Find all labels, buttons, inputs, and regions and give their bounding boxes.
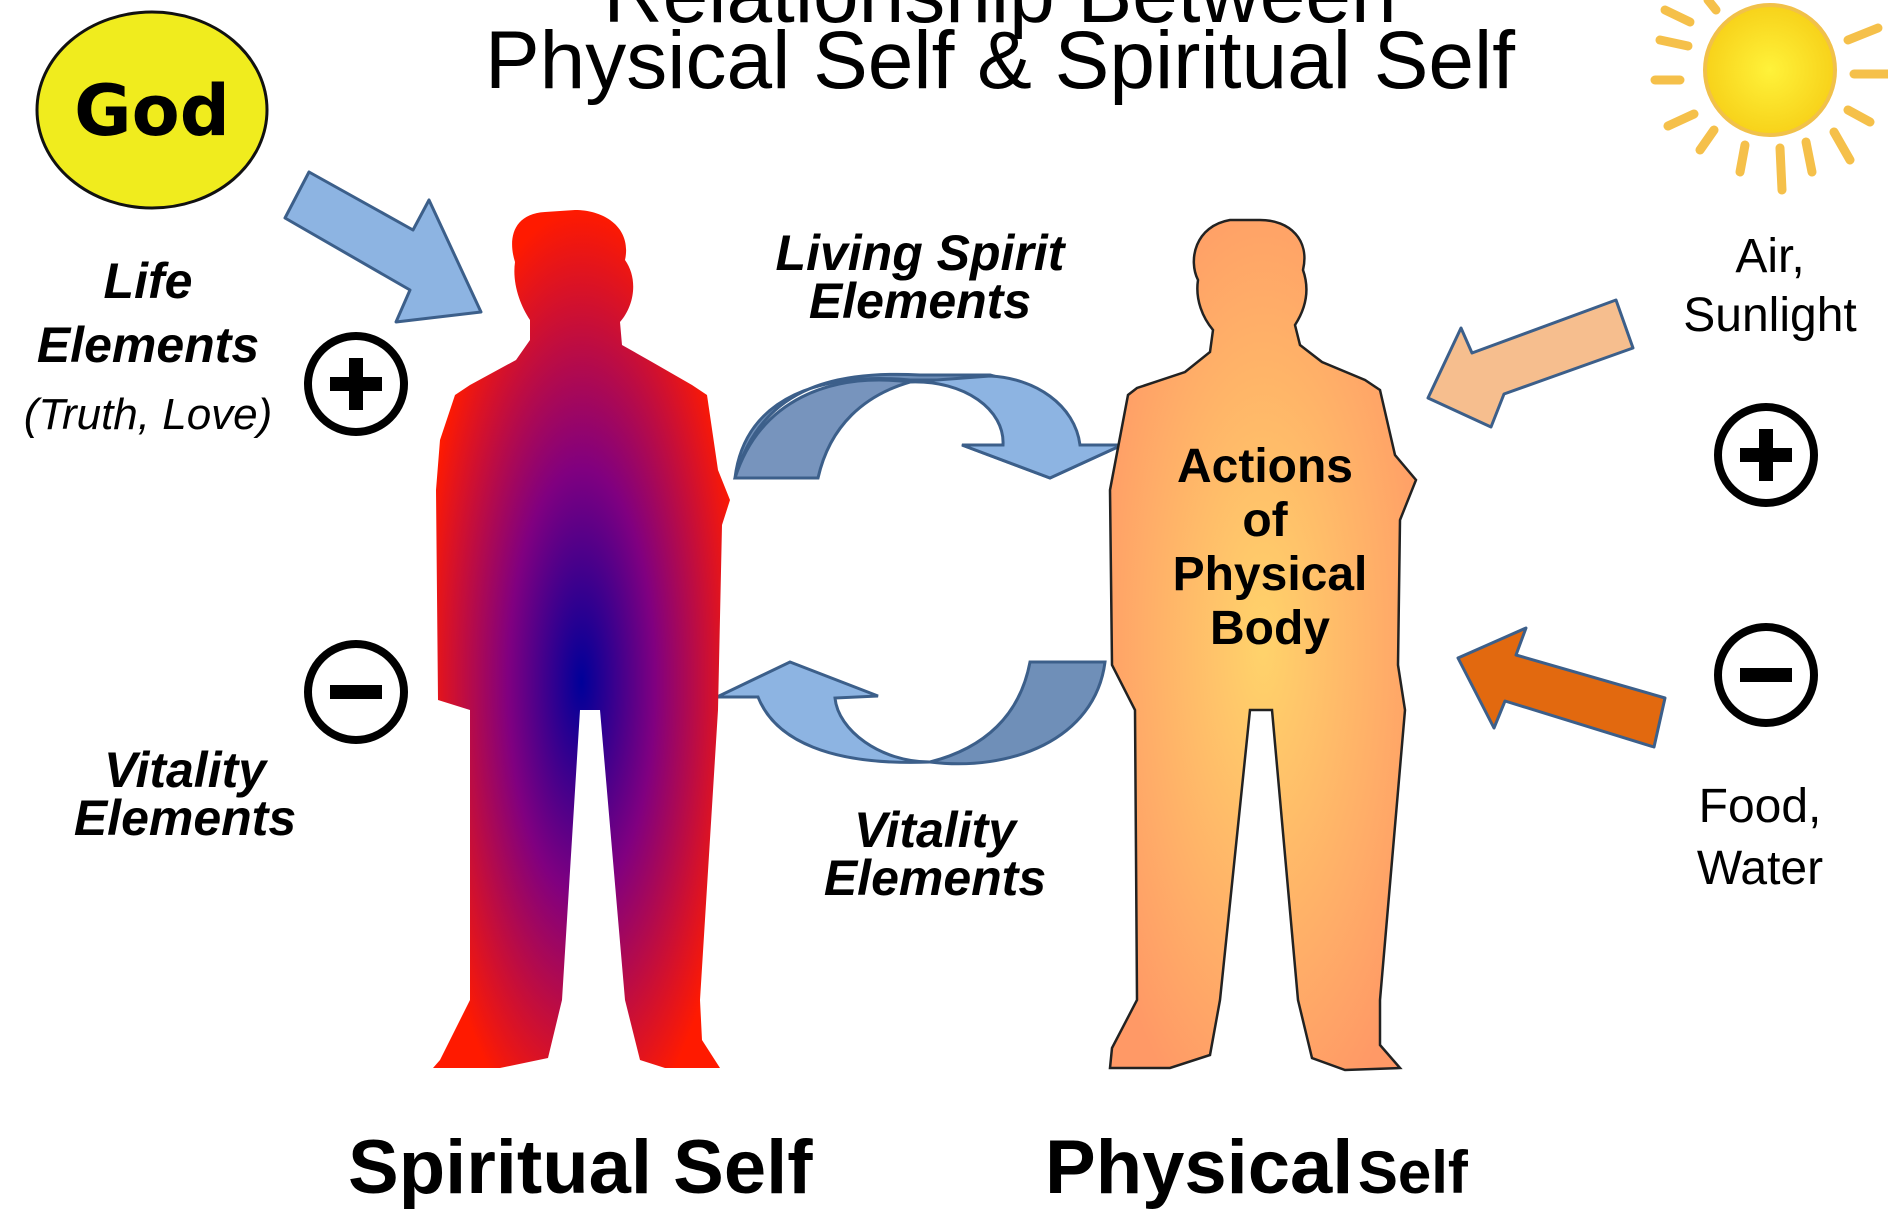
food-water-line-2: Water	[1696, 842, 1824, 895]
title-line-2: Physical Self & Spiritual Self	[484, 15, 1515, 106]
life-plus-icon	[304, 332, 408, 436]
vitality-center-line-2: Elements	[823, 850, 1047, 906]
sun-icon	[1650, 0, 1888, 195]
vitality-cycle-arrow	[716, 660, 1107, 766]
life-elements-line-2: Elements	[36, 317, 260, 373]
physical-self-label: Physical Self	[1045, 1130, 1468, 1211]
actions-line-3: Physical	[1172, 548, 1368, 601]
physical-self-word-1: Physical	[1045, 1125, 1354, 1210]
living-spirit-line-1: Living Spirit	[775, 225, 1065, 281]
air-sunlight-line-1: Air,	[1735, 230, 1805, 283]
vitality-left-line-1: Vitality	[103, 742, 267, 798]
actions-line-2: of	[1242, 494, 1288, 547]
food-water-arrow	[1456, 626, 1667, 749]
actions-line-1: Actions	[1176, 440, 1353, 493]
air-sunlight-plus-icon	[1714, 403, 1818, 507]
title-line-1: Relationship Between	[0, 0, 1888, 36]
spiritual-self-figure	[433, 210, 730, 1068]
living-spirit-cycle-arrow	[732, 372, 1123, 480]
living-spirit-line-2: Elements	[808, 273, 1032, 329]
god-label: God	[74, 70, 230, 152]
air-sunlight-arrow	[1426, 298, 1635, 429]
life-elements-arrow	[283, 170, 483, 324]
vitality-minus-icon	[304, 640, 408, 744]
vitality-center-line-1: Vitality	[853, 802, 1017, 858]
food-water-line-1: Food,	[1698, 780, 1822, 833]
physical-self-word-2: Self	[1357, 1139, 1468, 1206]
spiritual-self-label: Spiritual Self	[348, 1125, 813, 1210]
god-ellipse	[35, 10, 269, 210]
food-water-minus-icon	[1714, 623, 1818, 727]
physical-self-figure	[1108, 218, 1418, 1072]
air-sunlight-line-2: Sunlight	[1683, 289, 1857, 342]
vitality-left-line-2: Elements	[73, 790, 297, 846]
actions-line-4: Body	[1210, 602, 1330, 655]
life-elements-line-1: Life	[103, 253, 193, 309]
life-elements-note: (Truth, Love)	[23, 390, 273, 439]
